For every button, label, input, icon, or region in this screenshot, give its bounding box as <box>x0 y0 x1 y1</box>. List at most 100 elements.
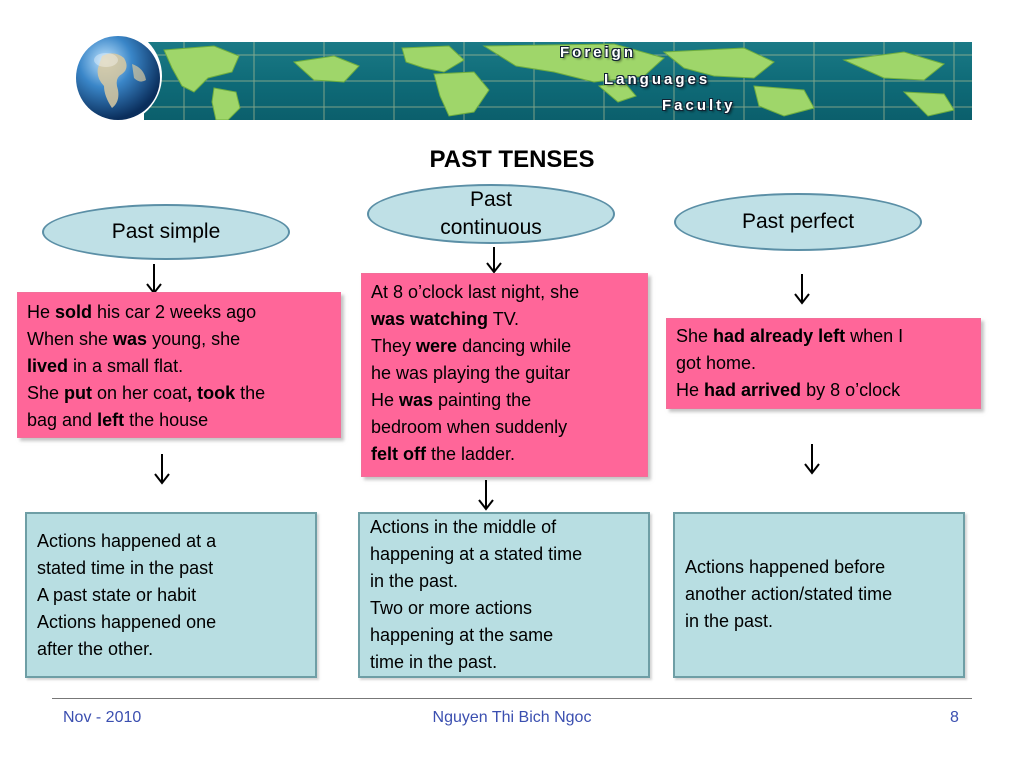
text-line: She had already left when I <box>676 323 971 350</box>
text-line: he was playing the guitar <box>371 360 638 387</box>
text-line: felt off the ladder. <box>371 441 638 468</box>
text-line: happening at the same <box>370 625 554 645</box>
banner-text-faculty: Faculty <box>662 97 736 114</box>
text-segment: She <box>676 326 714 346</box>
banner-text-languages: Languages <box>604 71 711 88</box>
bold-verb: had arrived <box>704 380 802 400</box>
text-line: bedroom when suddenly <box>371 414 638 441</box>
usage-text: Actions happened before another action/st… <box>685 554 953 635</box>
text-segment: They <box>371 336 417 356</box>
text-segment: in a small flat. <box>68 356 184 376</box>
text-line: got home. <box>676 350 971 377</box>
oval-past-continuous: Past continuous <box>367 184 615 244</box>
text-line: another action/stated time <box>685 584 893 604</box>
oval-label-line2: continuous <box>440 216 542 239</box>
bold-verb: felt off <box>371 444 426 464</box>
oval-label-line1: Past <box>469 188 513 211</box>
text-line: At 8 o’clock last night, she <box>371 279 638 306</box>
world-map-icon <box>144 42 972 120</box>
text-segment: bedroom when suddenly <box>371 417 568 437</box>
example-text: She had already left when I got home. He h… <box>676 323 971 404</box>
text-segment: He <box>371 390 400 410</box>
footer-date: Nov - 2010 <box>63 709 142 726</box>
text-line: in the past. <box>685 611 774 631</box>
text-line: When she was young, she <box>27 326 331 353</box>
text-line: Actions happened at a <box>37 531 217 551</box>
text-line: after the other. <box>37 639 154 659</box>
arrow-down-icon <box>794 274 810 305</box>
globe-icon <box>76 36 160 120</box>
text-line: bag and left the house <box>27 407 331 434</box>
oval-label: Past simple <box>111 220 221 243</box>
text-segment: He <box>27 302 56 322</box>
text-line: happening at a stated time <box>370 544 583 564</box>
text-line: Two or more actions <box>370 598 533 618</box>
bold-verb: left <box>97 410 125 430</box>
footer-divider <box>52 698 972 699</box>
text-segment: when I <box>845 326 904 346</box>
text-line: in the past. <box>370 571 459 591</box>
arrow-down-icon <box>478 480 494 511</box>
text-segment: dancing while <box>457 336 572 356</box>
text-line: time in the past. <box>370 652 498 672</box>
header-banner: Foreign Languages Faculty <box>52 28 972 128</box>
text-line: He was painting the <box>371 387 638 414</box>
bold-verb: sold <box>55 302 93 322</box>
usage-box-past-perfect: Actions happened before another action/st… <box>673 512 965 678</box>
arrow-down-icon <box>804 444 820 475</box>
bold-verb: was <box>399 390 434 410</box>
usage-box-past-continuous: Actions in the middle of happening at a s… <box>358 512 650 678</box>
text-line: Actions happened one <box>37 612 217 632</box>
usage-text: Actions happened at a stated time in the … <box>37 528 305 663</box>
bold-verb: , took <box>187 383 236 403</box>
text-segment: his car 2 weeks ago <box>92 302 257 322</box>
text-segment: by 8 o’clock <box>801 380 901 400</box>
text-segment: got home. <box>676 353 757 373</box>
text-line: A past state or habit <box>37 585 197 605</box>
text-line: Actions in the middle of <box>370 517 557 537</box>
example-text: At 8 o’clock last night, she was watching… <box>371 279 638 468</box>
example-box-past-perfect: She had already left when I got home. He h… <box>666 318 981 409</box>
usage-box-past-simple: Actions happened at a stated time in the … <box>25 512 317 678</box>
bold-verb: had already left <box>713 326 846 346</box>
text-line: was watching TV. <box>371 306 638 333</box>
oval-label: Past perfect <box>741 210 855 233</box>
text-segment: the ladder. <box>425 444 516 464</box>
text-line: They were dancing while <box>371 333 638 360</box>
oval-past-simple: Past simple <box>42 204 290 260</box>
text-segment: young, she <box>147 329 241 349</box>
text-line: Actions happened before <box>685 557 886 577</box>
text-segment: TV. <box>488 309 520 329</box>
text-segment: At 8 o’clock last night, she <box>371 282 580 302</box>
footer-author: Nguyen Thi Bich Ngoc <box>432 709 592 726</box>
text-segment: bag and <box>27 410 98 430</box>
text-segment: the <box>235 383 266 403</box>
text-line: He sold his car 2 weeks ago <box>27 299 331 326</box>
page-title: PAST TENSES <box>429 146 595 173</box>
usage-text: Actions in the middle of happening at a s… <box>370 514 638 676</box>
globe-logo <box>66 28 162 124</box>
text-segment: he was playing the guitar <box>371 363 571 383</box>
bold-verb: was <box>113 329 148 349</box>
text-segment: She <box>27 383 65 403</box>
example-box-past-continuous: At 8 o’clock last night, she was watching… <box>361 273 648 477</box>
text-segment: the house <box>124 410 209 430</box>
text-segment: When she <box>27 329 114 349</box>
bold-verb: put <box>64 383 93 403</box>
text-line: She put on her coat, took the <box>27 380 331 407</box>
text-line: stated time in the past <box>37 558 214 578</box>
bold-verb: were <box>416 336 458 356</box>
text-segment: on her coat <box>92 383 188 403</box>
banner-text-foreign: Foreign <box>560 44 636 61</box>
footer-page-number: 8 <box>950 709 959 726</box>
text-line: lived in a small flat. <box>27 353 331 380</box>
bold-verb: was watching <box>371 309 489 329</box>
text-line: He had arrived by 8 o’clock <box>676 377 971 404</box>
text-segment: painting the <box>433 390 532 410</box>
arrow-down-icon <box>154 454 170 485</box>
world-map-strip <box>144 42 972 120</box>
oval-past-perfect: Past perfect <box>674 193 922 251</box>
text-segment: He <box>676 380 705 400</box>
